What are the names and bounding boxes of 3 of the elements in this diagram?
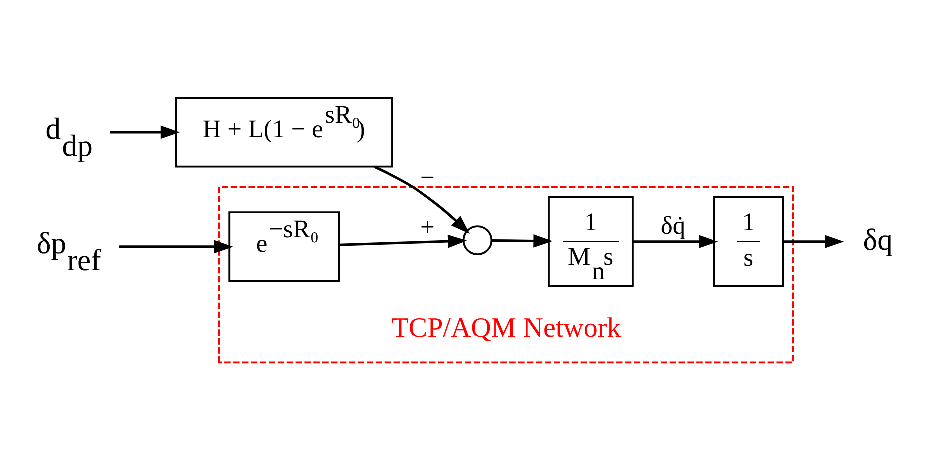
edge-label: δq̇ <box>660 211 686 240</box>
node-text: δq <box>863 222 893 257</box>
edge-label: + <box>420 212 435 242</box>
